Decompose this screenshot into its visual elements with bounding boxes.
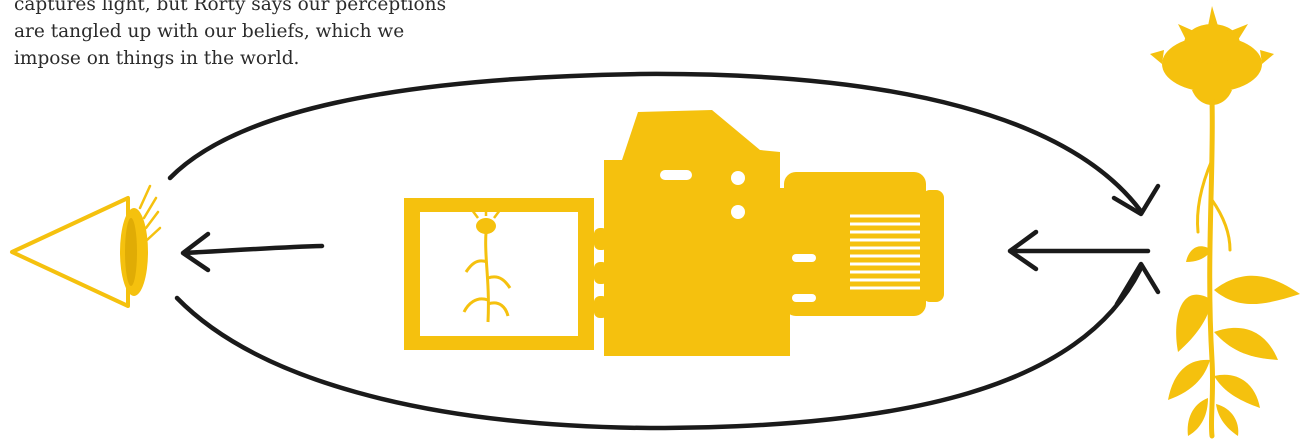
flower-icon <box>1150 6 1300 436</box>
eye-icon <box>12 186 160 306</box>
camera-to-eye-arrow <box>183 234 322 270</box>
screen-flower-icon <box>464 207 510 322</box>
flower-to-camera-arrow <box>1010 232 1148 269</box>
